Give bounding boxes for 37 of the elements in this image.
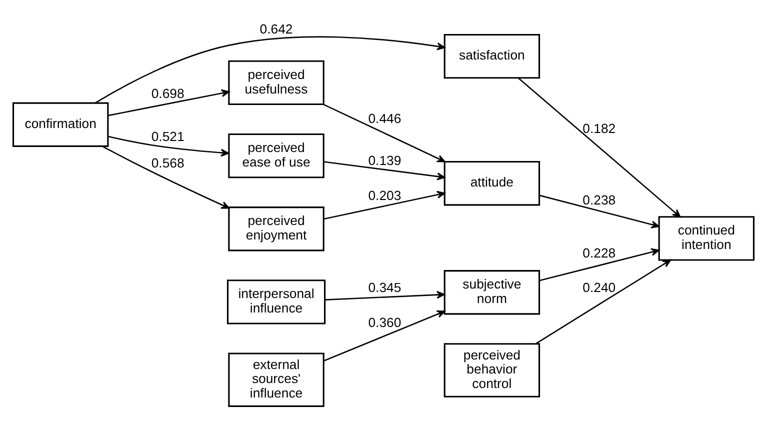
edge-label: 0.240 <box>582 280 616 295</box>
node-box: satisfaction <box>444 34 540 78</box>
edge-label: 0.642 <box>260 20 293 36</box>
node-box: external sources' influence <box>228 352 324 406</box>
edge-label: 0.139 <box>368 152 402 168</box>
edge-label: 0.698 <box>151 86 184 101</box>
arrow <box>102 145 230 208</box>
node-box: perceived enjoyment <box>228 206 324 251</box>
arrow <box>324 290 445 300</box>
node-box: attitude <box>444 160 540 206</box>
node-box: subjective norm <box>444 270 540 314</box>
node-box: perceived ease of use <box>228 132 324 178</box>
arrow <box>540 248 660 281</box>
arrow <box>324 190 446 220</box>
node-box: confirmation <box>12 102 109 146</box>
edge-label: 0.568 <box>151 155 184 170</box>
arrow <box>323 310 446 361</box>
arrow <box>94 36 446 104</box>
edge-label: 0.182 <box>582 120 616 136</box>
arrow <box>322 103 446 162</box>
node-box: continued intention <box>658 216 755 260</box>
edge-label: 0.521 <box>151 128 184 144</box>
edge-label: 0.203 <box>368 187 402 202</box>
arrow <box>324 160 446 180</box>
arrow <box>540 194 660 228</box>
edge-label: 0.238 <box>582 192 616 208</box>
edge-label: 0.228 <box>582 244 616 260</box>
arrow <box>536 258 672 344</box>
node-box: perceived behavior control <box>444 342 540 397</box>
arrow <box>518 76 681 218</box>
edge-label: 0.360 <box>368 314 402 330</box>
edge-label: 0.345 <box>368 280 402 295</box>
node-box: perceived usefulness <box>228 60 324 105</box>
edge-label: 0.446 <box>368 110 402 126</box>
node-box: interpersonal influence <box>226 279 326 324</box>
arrow <box>108 88 230 116</box>
arrow <box>108 135 230 156</box>
